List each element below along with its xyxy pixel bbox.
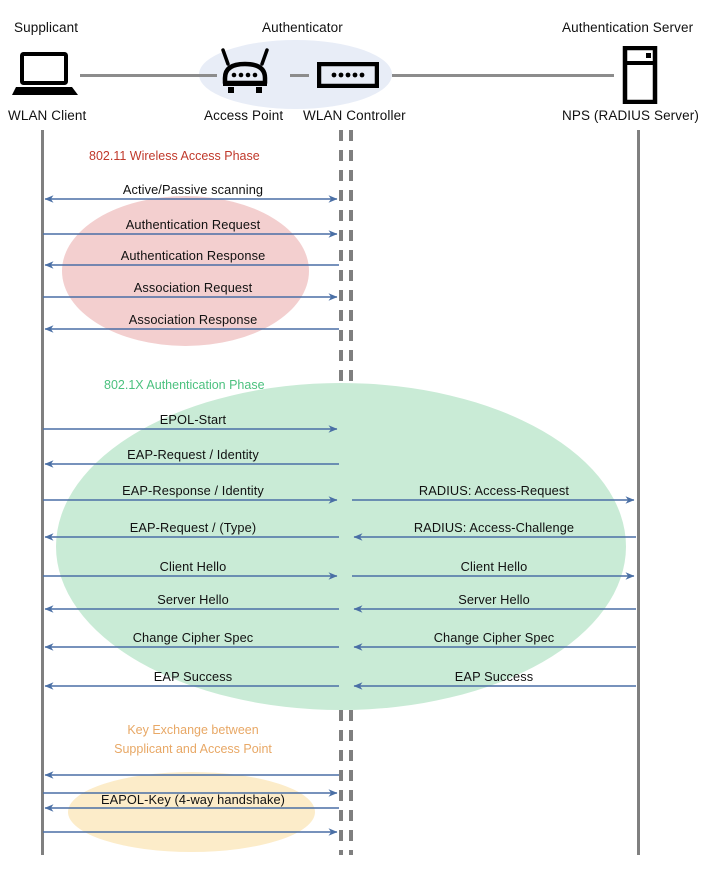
phase-blob-80211 [62, 196, 309, 346]
msg-label-eap-request-identity: EAP-Request / Identity [127, 447, 259, 462]
node-label-access-point: Access Point [204, 108, 284, 123]
node-label-wlan-controller: WLAN Controller [303, 108, 406, 123]
role-title-authenticator: Authenticator [262, 20, 343, 35]
phase-title-8021x: 802.1X Authentication Phase [104, 378, 265, 392]
msg-label-eap-request-type: EAP-Request / (Type) [129, 520, 257, 535]
phase-title-key-exchange-line2: Supplicant and Access Point [114, 742, 272, 756]
node-label-nps-radius-server: NPS (RADIUS Server) [562, 108, 699, 123]
role-title-supplicant: Supplicant [14, 20, 79, 35]
lifeline-wlan-client [41, 130, 44, 855]
router-icon [217, 48, 273, 101]
link-controller-to-server [392, 74, 614, 77]
msg-label-server-hello-right: Server Hello [458, 592, 530, 607]
msg-label-change-cipher-spec-left: Change Cipher Spec [132, 630, 254, 645]
phase-title-80211: 802.11 Wireless Access Phase [89, 149, 260, 163]
lifeline-nps-server [637, 130, 640, 855]
msg-label-radius-access-request: RADIUS: Access-Request [418, 483, 570, 498]
laptop-icon [12, 52, 78, 101]
msg-label-radius-access-challenge: RADIUS: Access-Challenge [413, 520, 575, 535]
msg-label-eap-success-right: EAP Success [454, 669, 534, 684]
link-ap-to-controller [290, 74, 309, 77]
msg-label-authentication-request: Authentication Request [125, 217, 261, 232]
role-title-authentication-server: Authentication Server [562, 20, 694, 35]
msg-label-eap-response-identity: EAP-Response / Identity [122, 483, 264, 498]
server-icon [622, 45, 658, 109]
link-client-to-ap [80, 74, 217, 77]
msg-label-change-cipher-spec-right: Change Cipher Spec [433, 630, 555, 645]
phase-title-key-exchange-line1: Key Exchange between [127, 723, 259, 737]
msg-label-authentication-response: Authentication Response [120, 248, 266, 263]
msg-label-active-passive-scanning: Active/Passive scanning [122, 182, 264, 197]
controller-icon [316, 61, 380, 93]
msg-label-client-hello-left: Client Hello [159, 559, 227, 574]
msg-label-client-hello-right: Client Hello [460, 559, 528, 574]
phase-blob-8021x [56, 383, 626, 710]
phase-blob-key-exchange [68, 772, 315, 852]
msg-label-eap-success-left: EAP Success [153, 669, 233, 684]
msg-label-eapol-key-4way-handshake: EAPOL-Key (4-way handshake) [100, 792, 286, 807]
msg-label-epol-start: EPOL-Start [159, 412, 227, 427]
msg-label-association-response: Association Response [128, 312, 258, 327]
node-label-wlan-client: WLAN Client [8, 108, 87, 123]
msg-label-server-hello-left: Server Hello [157, 592, 229, 607]
phase-title-key-exchange: Key Exchange between Supplicant and Acce… [73, 721, 313, 759]
msg-label-association-request: Association Request [133, 280, 253, 295]
